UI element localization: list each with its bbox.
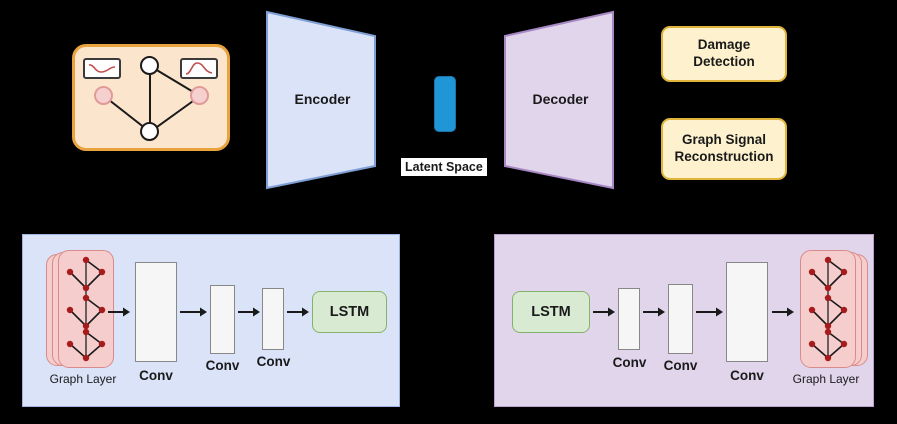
- encoder-lstm-block: LSTM: [312, 291, 387, 333]
- decoder-arrow-3: [696, 307, 723, 317]
- encoder-conv-label-2: Conv: [205, 358, 240, 373]
- graph-node-bottom: [140, 122, 159, 141]
- signal-peak-right-icon: [180, 58, 218, 79]
- encoder-shape: [266, 10, 376, 190]
- decoder-lstm-block: LSTM: [512, 291, 590, 333]
- graph-layer-motif: [808, 256, 848, 362]
- decoder-conv-block-1: [618, 288, 640, 350]
- output-graph-signal-reconstruction: Graph Signal Reconstruction: [661, 118, 787, 180]
- encoder-arrow-4: [287, 307, 309, 317]
- decoder-conv-label-3: Conv: [730, 368, 764, 383]
- decoder-graph-layer: [796, 250, 868, 370]
- decoder-arrow-4: [772, 307, 794, 317]
- output-recon-line1: Graph Signal: [681, 132, 766, 148]
- encoder-arrow-1: [108, 307, 130, 317]
- encoder-conv-label-3: Conv: [256, 354, 291, 369]
- output-damage-detection: Damage Detection: [661, 26, 787, 82]
- decoder-conv-block-3: [726, 262, 768, 362]
- decoder-conv-label-1: Conv: [612, 355, 647, 370]
- latent-space-label: Latent Space: [401, 158, 487, 176]
- encoder-lstm-label: LSTM: [329, 304, 370, 320]
- encoder-conv-label-1: Conv: [139, 368, 173, 383]
- decoder-lstm-label: LSTM: [531, 304, 571, 320]
- signal-wave-left-icon: [83, 58, 121, 79]
- decoder-arrow-2: [643, 307, 665, 317]
- decoder-conv-label-2: Conv: [663, 358, 698, 373]
- graph-layer-motif: [66, 256, 106, 362]
- encoder-arrow-3: [238, 307, 260, 317]
- decoder-graph-layer-caption: Graph Layer: [792, 372, 860, 386]
- graph-node-right: [190, 86, 209, 105]
- decoder-shape: [504, 10, 614, 190]
- encoder-graph-layer-caption: Graph Layer: [49, 372, 117, 386]
- encoder-conv-block-3: [262, 288, 284, 350]
- output-damage-line2: Detection: [693, 54, 755, 69]
- encoder-conv-block-2: [210, 285, 235, 354]
- graph-node-left: [94, 86, 113, 105]
- decoder-arrow-1: [593, 307, 615, 317]
- latent-space-block: [434, 76, 456, 132]
- encoder-conv-block-1: [135, 262, 177, 362]
- output-damage-line1: Damage: [697, 37, 751, 53]
- output-recon-line2: Reconstruction: [674, 149, 774, 164]
- graph-node-top: [140, 56, 159, 75]
- decoder-conv-block-2: [668, 284, 693, 354]
- encoder-graph-layer: [46, 250, 118, 370]
- encoder-arrow-2: [180, 307, 207, 317]
